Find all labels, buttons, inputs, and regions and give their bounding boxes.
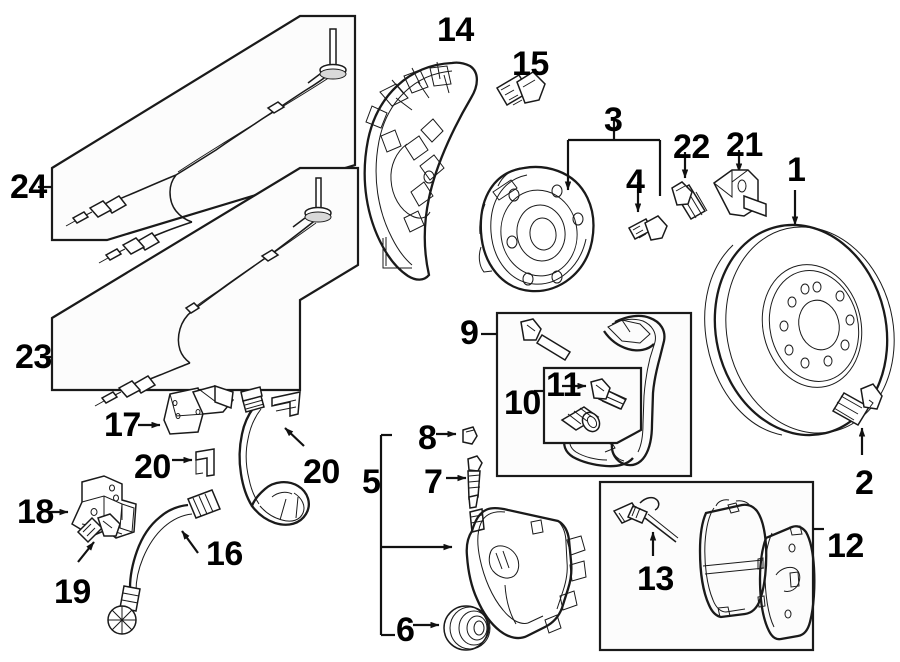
callout-1: 1 <box>787 151 806 189</box>
leader-3 <box>564 120 662 196</box>
caliper-bracket-panel-9 <box>481 311 693 478</box>
callout-3: 3 <box>604 101 623 139</box>
brake-pad-panel-12 <box>598 480 824 652</box>
callout-20-right: 20 <box>303 453 340 491</box>
callout-20-left: 20 <box>134 448 171 486</box>
callout-5: 5 <box>362 463 381 501</box>
harness-panel-23 <box>40 166 360 407</box>
caliper-group-5 <box>379 426 587 651</box>
callout-12: 12 <box>827 527 864 565</box>
callout-16: 16 <box>206 535 243 573</box>
callout-14: 14 <box>437 11 474 49</box>
wheel-hub-bearing-3 <box>478 165 595 293</box>
hub-bolt-4 <box>627 182 668 241</box>
callout-18: 18 <box>17 493 54 531</box>
brake-hose-16 <box>107 386 310 635</box>
hose-clip-left-20 <box>172 448 215 477</box>
callout-4: 4 <box>626 163 645 201</box>
hose-bracket-17 <box>138 384 235 435</box>
callout-22: 22 <box>673 128 710 166</box>
abs-speed-sensor-21 <box>713 150 767 218</box>
splash-shield-screw-15 <box>495 71 546 107</box>
splash-shield-14 <box>363 61 479 281</box>
abs-sensor-bolt-22 <box>671 152 708 221</box>
callout-11: 11 <box>546 366 581 404</box>
callout-13: 13 <box>637 560 674 598</box>
callout-23: 23 <box>15 338 52 376</box>
callout-8: 8 <box>418 419 437 457</box>
brake-rotor-1 <box>704 190 895 437</box>
bracket-bolt-19 <box>76 513 121 563</box>
hose-clip-right-20 <box>271 391 305 447</box>
callout-24: 24 <box>10 168 47 206</box>
callout-10: 10 <box>504 384 541 422</box>
callout-15: 15 <box>512 45 549 83</box>
callout-19: 19 <box>54 573 91 611</box>
callout-2: 2 <box>855 464 874 502</box>
rotor-screw-2 <box>831 383 883 455</box>
callout-21: 21 <box>726 126 763 164</box>
callout-17: 17 <box>104 406 141 444</box>
callout-6: 6 <box>396 611 415 649</box>
guide-pin-panel-10 <box>534 366 643 445</box>
callout-7: 7 <box>424 463 443 501</box>
callout-9: 9 <box>460 314 479 352</box>
